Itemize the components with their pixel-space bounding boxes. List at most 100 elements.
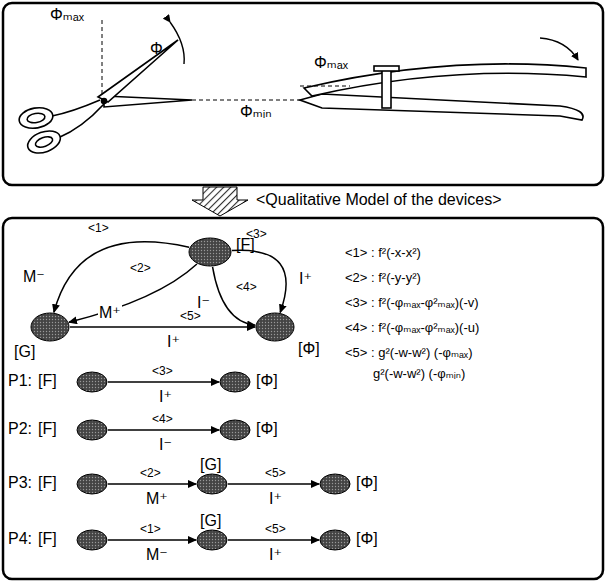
edge-label: I⁺ [268,546,283,564]
node-shape [197,474,227,494]
transition-arrow [213,267,256,325]
node-shape [197,530,227,550]
angle-label: Φₘₐₓ [314,54,348,72]
node-circle [319,473,351,495]
state-node: [F] [188,237,232,267]
state-node: [F] [76,371,108,393]
node-circle [76,371,108,393]
node-shape [31,313,69,341]
node-label: [Φ] [298,340,320,358]
node-label: [F] [38,372,57,390]
node-circle [319,529,351,551]
edge-label: I⁺ [158,388,173,406]
callout-number: <5> [265,523,286,537]
node-circle [219,419,251,441]
edge-label: I⁺ [268,490,283,508]
caption-text: <Qualitative Model of the devices> [256,191,501,209]
dashed-guide [300,86,350,87]
node-circle [255,312,295,342]
path-label: P2: [8,420,32,438]
dashed-guide [192,100,300,101]
edge-label: M⁺ [98,304,122,322]
edge-label: I⁺ [166,333,181,351]
angle-label: Φ [150,40,163,58]
top-panel [3,3,603,185]
edge-label: I⁻ [158,436,173,454]
node-circle [76,419,108,441]
state-node: [F] [76,419,108,441]
state-node: [Φ] [219,419,251,441]
node-shape [77,474,107,494]
formula: <1> : f²(-x-x²) [345,246,421,261]
transition-arrow [232,250,286,312]
callout-number: <3> [152,365,173,379]
state-node: [Φ] [319,529,351,551]
node-label: [Φ] [256,420,278,438]
bottom-panel [3,218,603,579]
down-arrow [192,187,248,216]
formula: <4> : f²(-φₘₐₓ-φ²ₘₐₓ)(-u) [345,321,479,336]
node-label: [Φ] [256,372,278,390]
rotation-arrow [170,22,184,64]
state-node: [G] [196,529,228,551]
node-shape [220,420,250,440]
angle-label: Φₘₐₓ [50,6,84,24]
node-circle [188,237,232,267]
node-label: [F] [38,474,57,492]
transition-arrow [108,381,219,383]
transition-arrow [54,242,189,313]
edge-label: M⁻ [145,546,169,564]
callout-number: <3> [246,228,267,242]
node-shape [77,420,107,440]
clipper [300,64,586,120]
scissors [18,40,192,157]
formula: <3> : f²(-φₘₐₓ-φ²ₘₐₓ)(-v) [345,296,479,311]
callout-number: <4> [152,413,173,427]
edge-label: M⁺ [145,490,169,508]
state-node: [F] [76,473,108,495]
transition-arrow [108,539,196,541]
node-circle [196,529,228,551]
state-node: [Φ] [319,473,351,495]
path-label: P4: [8,530,32,548]
edge-label: I⁻ [196,294,211,312]
state-node: [Φ] [255,312,295,342]
state-node: [G] [196,473,228,495]
node-shape [189,238,231,266]
transition-arrow [70,326,255,328]
edge-label: I⁺ [298,270,313,288]
node-label: [F] [38,420,57,438]
transition-arrow [108,483,196,485]
node-circle [219,371,251,393]
callout-number: <1> [88,222,109,236]
node-circle [76,473,108,495]
edge-label: M⁻ [22,268,46,286]
state-node: [F] [76,529,108,551]
node-shape [220,372,250,392]
node-label: [G] [200,512,221,530]
callout-number: <2> [130,262,151,276]
angle-label: Φₘᵢₙ [240,103,272,121]
formula: <5> : g²(-w-w²) (-φₘₐₓ) [345,346,472,361]
node-label: [F] [38,530,57,548]
state-node: [G] [30,312,70,342]
rotation-arrow [540,38,578,60]
transition-arrow [228,539,319,541]
node-shape [320,530,350,550]
dashed-guide [102,20,103,96]
node-label: [G] [200,456,221,474]
node-shape [77,372,107,392]
node-shape [256,313,294,341]
node-shape [320,474,350,494]
node-shape [77,530,107,550]
path-label: P3: [8,474,32,492]
node-label: [G] [14,343,35,361]
node-circle [76,529,108,551]
callout-number: <2> [140,467,161,481]
transition-arrow [228,483,319,485]
node-circle [30,312,70,342]
formula: <2> : f²(-y-y²) [345,271,421,286]
